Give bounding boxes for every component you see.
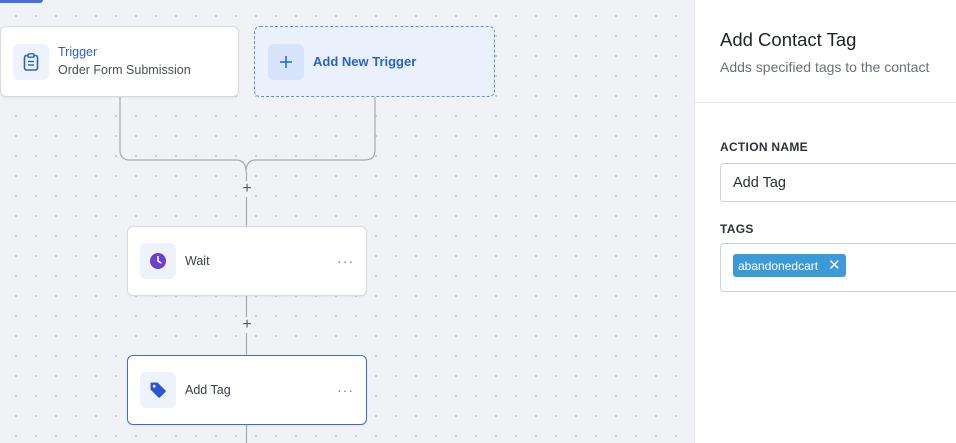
add-new-trigger-label: Add New Trigger (313, 54, 417, 69)
active-tab-indicator (0, 0, 43, 3)
panel-header: Add Contact Tag Adds specified tags to t… (695, 0, 956, 103)
tag-icon (140, 372, 176, 408)
workflow-canvas[interactable]: Trigger Order Form Submission Add New Tr… (0, 0, 694, 443)
clipboard-icon (13, 43, 49, 80)
add-tag-step-menu-button[interactable]: ··· (337, 382, 354, 398)
tags-label: TAGS (720, 222, 754, 236)
wait-step-label: Wait (185, 254, 210, 268)
tags-input[interactable]: abandonedcart ✕ (720, 243, 956, 292)
panel-title: Add Contact Tag (720, 29, 857, 50)
clock-icon (140, 243, 176, 279)
tag-chip-label: abandonedcart (738, 258, 819, 273)
remove-tag-icon[interactable]: ✕ (828, 256, 841, 274)
add-action-button[interactable]: + (242, 180, 252, 197)
wait-step-menu-button[interactable]: ··· (337, 253, 354, 269)
tag-chip: abandonedcart ✕ (733, 254, 846, 277)
trigger-title: Trigger (58, 45, 98, 59)
add-tag-step-label: Add Tag (185, 383, 231, 397)
add-new-trigger-button[interactable]: Add New Trigger (254, 26, 495, 97)
plus-icon (268, 43, 304, 80)
action-settings-panel: Add Contact Tag Adds specified tags to t… (694, 0, 956, 443)
action-name-input[interactable] (720, 163, 956, 202)
action-name-label: ACTION NAME (720, 140, 808, 154)
connector-lines (119, 97, 376, 443)
add-tag-step-node[interactable]: Add Tag ··· (127, 355, 367, 425)
add-action-button[interactable]: + (242, 316, 252, 333)
trigger-node[interactable]: Trigger Order Form Submission (0, 26, 239, 97)
trigger-subtitle: Order Form Submission (58, 63, 191, 77)
panel-subtitle: Adds specified tags to the contact (720, 59, 930, 75)
wait-step-node[interactable]: Wait ··· (127, 226, 367, 296)
